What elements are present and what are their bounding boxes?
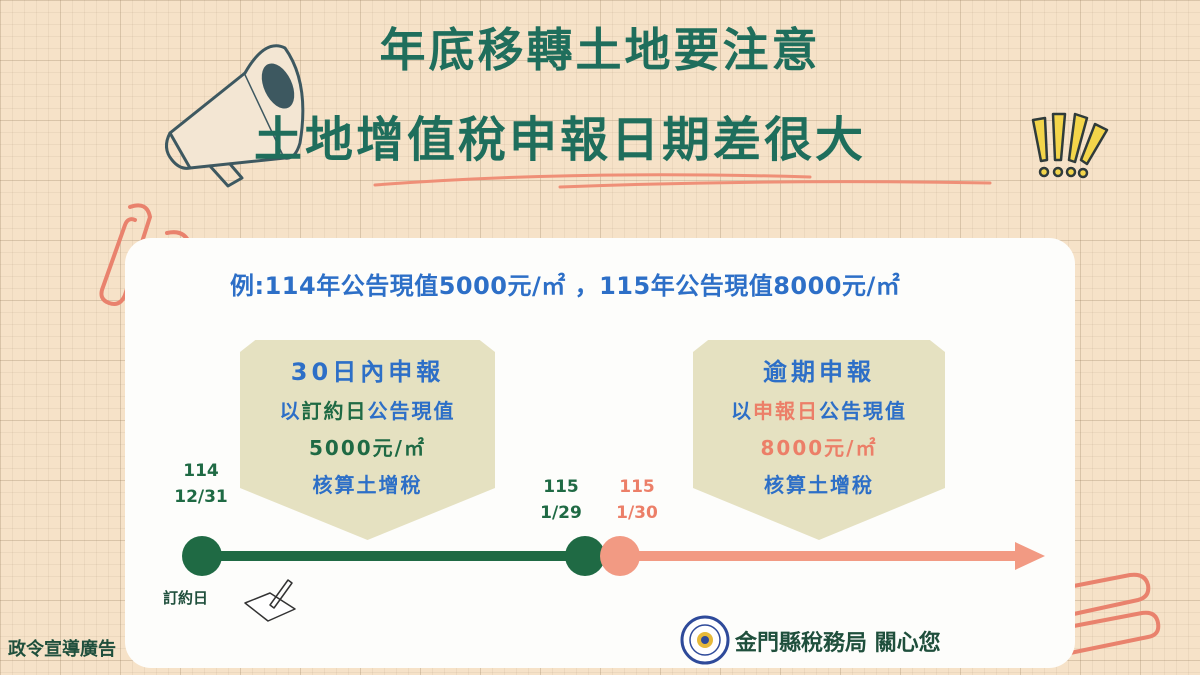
timeline-start-node [182,536,222,576]
date-late: 115 1/30 [602,474,672,526]
date-day: 12/31 [174,487,228,507]
basis-highlight: 訂約日 [301,399,368,423]
exclamation-icon [1031,112,1109,179]
paper-pen-icon [244,579,296,622]
basis-highlight: 申報日 [753,399,819,423]
date-day: 1/29 [540,503,582,523]
bubble-amount: 8000元/㎡ [760,436,878,460]
contract-date-label: 訂約日 [163,589,209,607]
bureau-seal-icon [680,615,730,665]
bubble-footer: 核算土增稅 [764,473,874,497]
date-start: 114 12/31 [166,458,236,510]
bubble-basis: 以申報日公告現值 [693,395,945,424]
date-year: 115 [619,477,655,497]
megaphone-icon [165,44,305,188]
bubble-heading: 逾期申報 [763,358,875,386]
example-text: 例:114年公告現值5000元/㎡ ，115年公告現值8000元/㎡ [230,272,901,300]
bubble-amount: 5000元/㎡ [309,436,426,460]
page-title: 年底移轉土地要注意 [379,23,821,77]
timeline-late-node [600,536,640,576]
date-day: 1/30 [616,503,658,523]
footer-bureau: 金門縣稅務局 關心您 [735,631,941,656]
bubble-basis: 以訂約日公告現值 [240,395,495,424]
bubble-heading: 30日內申報 [290,358,445,386]
timeline-arrowhead [1015,542,1045,570]
basis-suffix: 公告現值 [819,399,907,423]
basis-prefix: 以 [279,399,302,423]
date-year: 115 [543,477,579,497]
basis-prefix: 以 [731,399,753,423]
bubble-footer: 核算土增稅 [312,473,423,497]
basis-suffix: 公告現值 [367,399,456,423]
timeline [182,536,1045,576]
underline-decoration [373,173,992,189]
footer-notice: 政令宣導廣告 [8,639,116,660]
date-deadline: 115 1/29 [526,474,596,526]
timeline-deadline-node [565,536,605,576]
date-year: 114 [183,461,219,481]
page-subtitle: 土地增值稅申報日期差很大 [253,112,866,168]
